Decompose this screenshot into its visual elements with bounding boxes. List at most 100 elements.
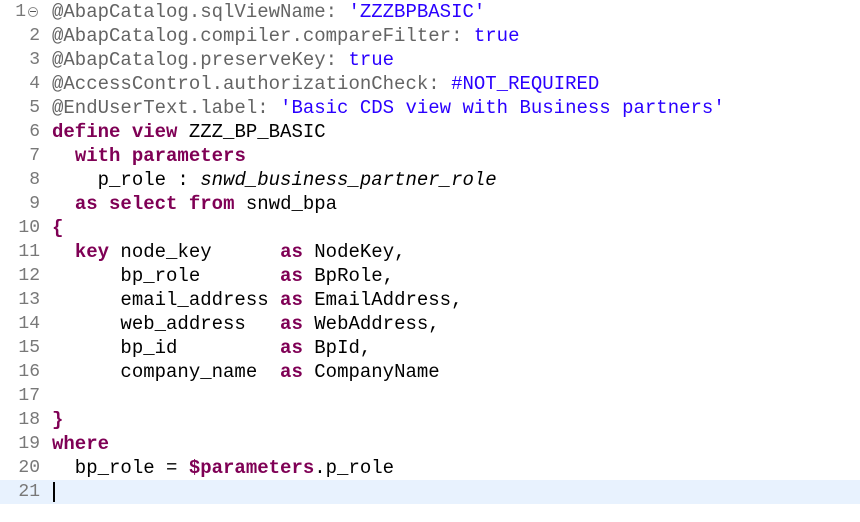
code-line[interactable]: 15 bp_id as BpId, [0,336,860,360]
code-line[interactable]: 6 define view ZZZ_BP_BASIC [0,120,860,144]
fold-collapse-icon[interactable] [28,7,38,17]
code-token: bp_role [52,265,281,287]
code-token: true [348,49,395,71]
code-token: @EndUserText.label: [52,97,281,119]
code-text: } [52,408,63,432]
code-token: p_role : [52,169,201,191]
text-cursor [53,482,55,502]
line-number: 5 [29,98,40,118]
code-text: bp_role = $parameters.p_role [52,456,394,480]
code-token: WebAddress, [302,313,440,335]
code-text: bp_role as BpRole, [52,264,394,288]
code-token: where [52,433,110,455]
code-line[interactable]: 14 web_address as WebAddress, [0,312,860,336]
line-number: 19 [18,434,40,454]
code-token: web_address [52,313,281,335]
code-token: BpId, [302,337,372,359]
line-number: 15 [18,338,40,358]
code-text: @AccessControl.authorizationCheck: #NOT_… [52,72,599,96]
code-token: company_name [52,361,281,383]
code-text: as select from snwd_bpa [52,192,337,216]
code-line[interactable]: 7 with parameters [0,144,860,168]
code-line[interactable]: 1 @AbapCatalog.sqlViewName: 'ZZZBPBASIC' [0,0,860,24]
line-number: 6 [29,122,40,142]
code-token: node_key [109,241,281,263]
line-number: 21 [18,482,40,502]
code-token: snwd_business_partner_role [200,169,497,191]
code-line[interactable]: 5 @EndUserText.label: 'Basic CDS view wit… [0,96,860,120]
code-token [120,121,131,143]
line-number-gutter [0,0,46,522]
line-number: 7 [29,146,40,166]
code-token: from [188,193,235,215]
code-line[interactable]: 8 p_role : snwd_business_partner_role [0,168,860,192]
code-token: NodeKey, [302,241,406,263]
code-text: define view ZZZ_BP_BASIC [52,120,326,144]
code-text: web_address as WebAddress, [52,312,440,336]
code-token [52,145,75,167]
code-line[interactable]: 20 bp_role = $parameters.p_role [0,456,860,480]
code-token: EmailAddress, [302,289,463,311]
code-text: @AbapCatalog.sqlViewName: 'ZZZBPBASIC' [52,0,485,24]
code-text: @AbapCatalog.preserveKey: true [52,48,394,72]
code-line[interactable]: 3 @AbapCatalog.preserveKey: true [0,48,860,72]
code-text: p_role : snwd_business_partner_role [52,168,497,192]
line-number: 4 [29,74,40,94]
code-token: define [52,121,121,143]
code-token: BpRole, [302,265,395,287]
code-line[interactable]: 19 where [0,432,860,456]
code-line[interactable]: 2 @AbapCatalog.compiler.compareFilter: tr… [0,24,860,48]
code-token: as [280,337,303,359]
code-token: @AbapCatalog.preserveKey: [52,49,349,71]
code-line[interactable]: 18} [0,408,860,432]
code-text: @EndUserText.label: 'Basic CDS view with… [52,96,725,120]
code-token: 'ZZZBPBASIC' [348,1,486,23]
code-line[interactable]: 9 as select from snwd_bpa [0,192,860,216]
line-number: 11 [18,242,40,262]
line-number: 16 [18,362,40,382]
code-text: @AbapCatalog.compiler.compareFilter: tru… [52,24,519,48]
line-number: 14 [18,314,40,334]
code-token: as [280,265,303,287]
code-token: $parameters [188,457,315,479]
code-token: @AccessControl.authorizationCheck: [52,73,452,95]
code-token [52,193,75,215]
line-number: 3 [29,50,40,70]
code-token: as [280,361,303,383]
code-line[interactable]: 10 { [0,216,860,240]
code-token: parameters [131,145,246,167]
code-text: key node_key as NodeKey, [52,240,406,264]
line-number: 10 [18,218,40,238]
code-token: with [74,145,121,167]
line-number: 20 [18,458,40,478]
code-token: email_address [52,289,281,311]
code-token [177,193,188,215]
code-text: where [52,432,109,456]
code-token: true [473,25,520,47]
code-token: key [74,241,110,263]
code-token: @AbapCatalog.sqlViewName: [52,1,349,23]
line-number: 8 [29,170,40,190]
code-line[interactable]: 4 @AccessControl.authorizationCheck: #NOT… [0,72,860,96]
line-number: 1 [15,2,26,22]
code-line[interactable]: 21 [0,480,860,504]
code-token: #NOT_REQUIRED [451,73,600,95]
code-token: as [280,241,303,263]
code-line[interactable]: 16 company_name as CompanyName [0,360,860,384]
code-token: ZZZ_BP_BASIC [177,121,326,143]
code-token: { [52,217,64,239]
code-token: } [52,409,64,431]
code-text: with parameters [52,144,246,168]
code-token [98,193,109,215]
code-line[interactable]: 12 bp_role as BpRole, [0,264,860,288]
code-line[interactable]: 11 key node_key as NodeKey, [0,240,860,264]
code-text: company_name as CompanyName [52,360,439,384]
code-line[interactable]: 17 [0,384,860,408]
line-number: 2 [29,26,40,46]
code-line[interactable]: 13 email_address as EmailAddress, [0,288,860,312]
line-number: 17 [18,386,40,406]
code-token: .p_role [314,457,395,479]
code-token: as [280,313,303,335]
